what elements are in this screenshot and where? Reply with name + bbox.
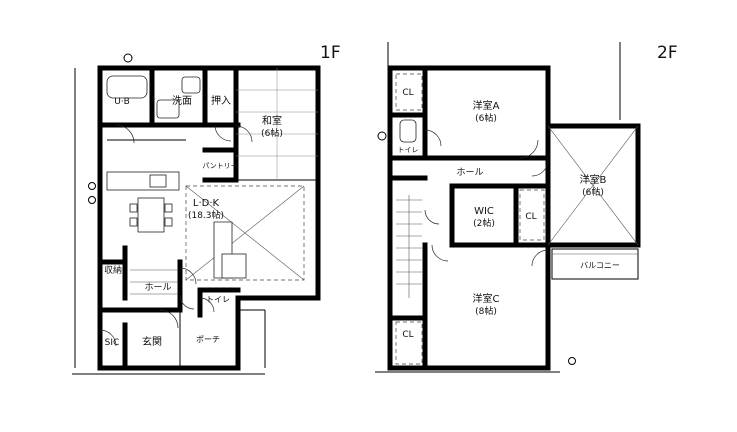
kitchen-sink-icon xyxy=(149,174,167,188)
floor-1-outer-wall xyxy=(97,65,321,371)
room-label-hall-2f: ホール xyxy=(456,167,483,178)
bathtub-icon xyxy=(106,75,148,99)
meter-icon xyxy=(88,182,96,190)
door-swing xyxy=(431,244,449,262)
closet-outline xyxy=(395,73,423,111)
room-label-cl-top: CL xyxy=(402,88,413,98)
room-label-ub: U·B xyxy=(114,97,130,107)
room-size-room-b: (6帖) xyxy=(582,186,604,198)
room-cross xyxy=(547,125,639,246)
room-label-closet: 押入 xyxy=(211,94,231,107)
room-label-room-c: 洋室C xyxy=(473,292,500,305)
room-label-sic: SIC xyxy=(105,338,120,348)
chair-icon xyxy=(129,217,138,227)
room-label-washitsu: 和室 xyxy=(262,114,282,127)
room-label-balcony: バルコニー xyxy=(580,261,620,270)
door-swing xyxy=(179,294,195,310)
sink-icon xyxy=(156,99,180,119)
door-swing xyxy=(99,329,117,347)
kitchen-counter xyxy=(106,171,180,191)
void-outline xyxy=(185,185,305,281)
balcony-outline xyxy=(551,248,639,280)
door-swing xyxy=(115,124,135,144)
room-size-washitsu: (6帖) xyxy=(261,127,283,139)
meter-icon xyxy=(377,131,387,141)
entrance-door-swing xyxy=(159,309,179,329)
room-label-washroom: 洗面 xyxy=(172,95,192,107)
room-label-cl-bottom: CL xyxy=(402,330,413,340)
closet-outline xyxy=(395,321,423,365)
meter-icon xyxy=(568,357,576,365)
chair-icon xyxy=(164,217,173,227)
room-label-ldk: L·D·K xyxy=(193,198,220,209)
room-size-room-a: (6帖) xyxy=(475,112,497,124)
meter-icon xyxy=(123,53,133,63)
floor-2-label: 2F xyxy=(657,43,678,63)
room-label-wc-1f: トイレ xyxy=(206,295,230,304)
door-swing xyxy=(519,139,539,159)
toilet-icon xyxy=(399,119,417,143)
door-swing xyxy=(531,249,549,267)
room-size-wic: (2帖) xyxy=(473,217,495,229)
room-label-storage: 収納 xyxy=(104,264,122,276)
room-label-pantry: パントリー xyxy=(202,162,237,170)
floor-2-plan: 2F xyxy=(375,42,678,373)
meter-icon xyxy=(88,196,96,204)
room-label-hall: ホール xyxy=(144,282,171,293)
room-label-room-b: 洋室B xyxy=(580,173,607,186)
door-swing xyxy=(424,129,442,147)
room-label-wic: WIC xyxy=(474,206,494,217)
door-swing xyxy=(179,267,197,285)
toilet-icon xyxy=(181,76,201,94)
door-swing xyxy=(235,125,253,143)
void-cross xyxy=(185,185,305,281)
room-label-wc-2f: トイレ xyxy=(398,146,419,154)
dining-table xyxy=(137,197,165,233)
room-label-porch: ポーチ xyxy=(196,335,220,344)
door-swing xyxy=(214,124,232,142)
room-size-ldk: (18.3帖) xyxy=(188,209,224,221)
room-label-cl-mid: CL xyxy=(525,212,536,222)
floor-1-label: 1F xyxy=(320,43,341,63)
room-size-room-c: (8帖) xyxy=(475,305,497,317)
door-swing xyxy=(531,159,549,177)
floor-1-plan: 1F xyxy=(72,43,341,375)
sofa-ottoman xyxy=(221,253,247,279)
door-swing xyxy=(199,297,215,313)
chair-icon xyxy=(129,203,138,213)
room-label-room-a: 洋室A xyxy=(473,99,500,112)
closet-outline xyxy=(519,189,545,241)
door-swing xyxy=(424,209,440,225)
room-label-entrance: 玄関 xyxy=(142,335,162,348)
chair-icon xyxy=(164,203,173,213)
